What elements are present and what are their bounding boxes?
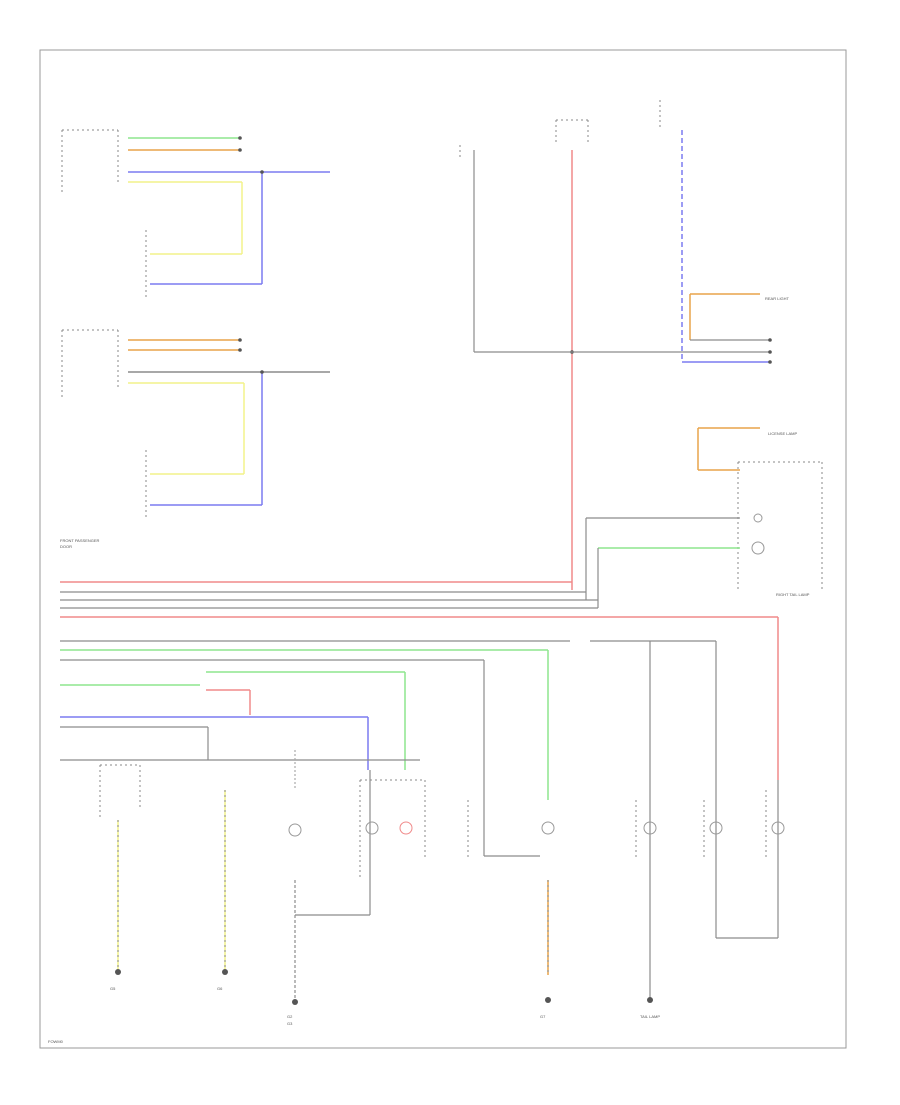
top-right-modules (459, 100, 772, 590)
ground-right-symbol (545, 997, 551, 1003)
ground-left-symbol (115, 969, 121, 975)
ground-mid-symbol (222, 969, 228, 975)
lamp-label-3: G3 (287, 1021, 293, 1026)
diagram-frame (39, 49, 847, 1049)
connector-group-middle-left (61, 329, 330, 520)
ground-label-right: G7 (540, 1014, 546, 1019)
lamp-label-2: G2 (287, 1014, 293, 1019)
ground-label-mid: G6 (217, 986, 223, 991)
door-label: DOOR (60, 544, 72, 549)
page-code: FOWM0 (48, 1039, 64, 1044)
lower-components (99, 641, 785, 1005)
connector-group-upper-left (61, 129, 330, 300)
horizontal-bus (60, 581, 779, 810)
license-lamp-label: LICENSE LAMP (768, 431, 797, 436)
front-passenger-label: FRONT PASSENGER (60, 538, 100, 543)
rear-light-label: REAR LIGHT (765, 296, 790, 301)
ground-label-left: G5 (110, 986, 116, 991)
right-tail-lamp-label: RIGHT TAIL LAMP (776, 592, 810, 597)
tail-lamp-ground-label: TAIL LAMP (640, 1014, 660, 1019)
right-tail-lamp: RIGHT TAIL LAMP (585, 427, 823, 608)
